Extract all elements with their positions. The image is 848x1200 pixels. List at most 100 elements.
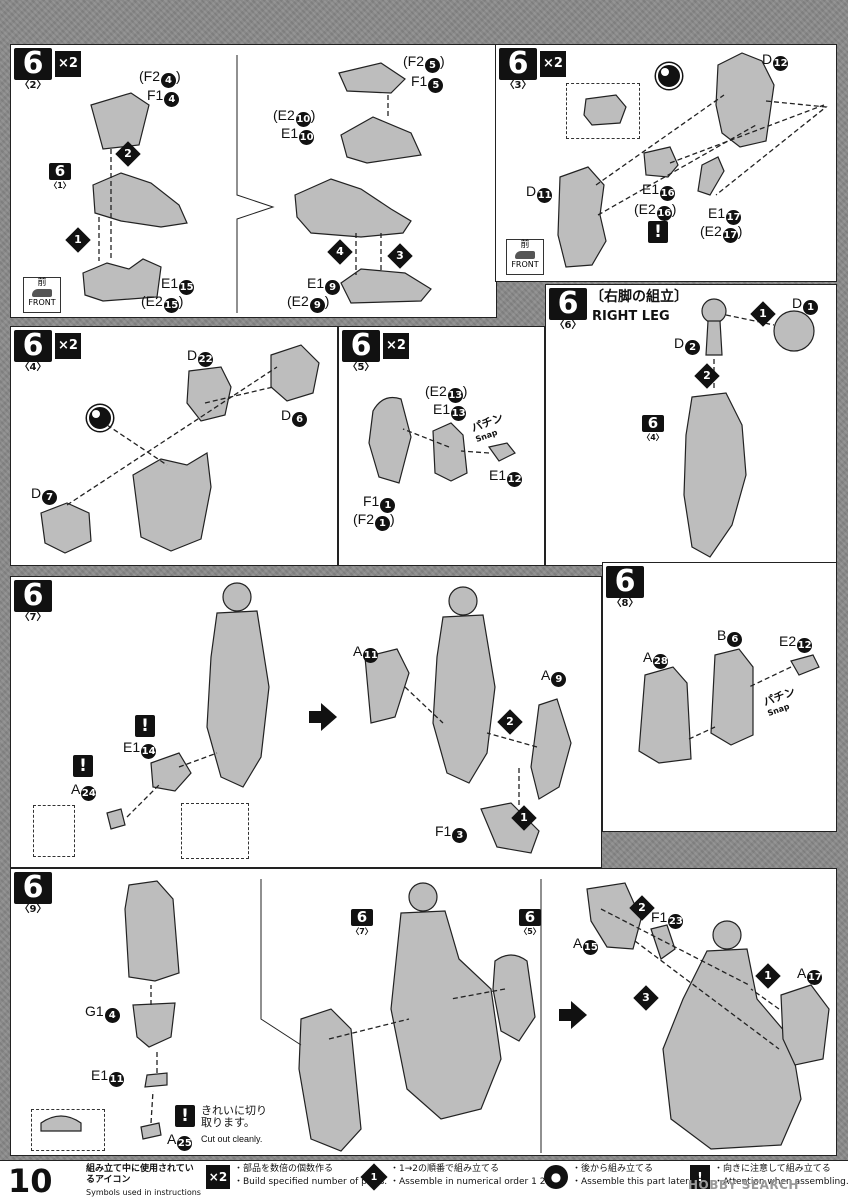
part-a17 [780, 984, 830, 1066]
part-e1-9 [340, 268, 432, 304]
legend-multiplier-en: ・Build specified number of parts. [234, 1177, 388, 1187]
multiplier-badge: ×2 [383, 333, 409, 359]
part-joint [701, 298, 727, 324]
legend-order-ja: ・1→2の順番で組み立てる [390, 1164, 499, 1174]
multiplier-badge: ×2 [55, 333, 81, 359]
part-a11 [364, 648, 410, 724]
part-body [132, 452, 212, 552]
multiplier-badge: ×2 [540, 51, 566, 77]
part-a15 [586, 882, 642, 950]
ref-step-6-4: 6〈4〉 [642, 414, 664, 442]
part-leg-mid [390, 910, 502, 1120]
part-d12 [715, 52, 775, 148]
step-badge: 6〈2〉 [14, 48, 52, 92]
order-arrow-2: 2 [629, 895, 655, 921]
legend-attention-en: ・Attention when assembling. [714, 1177, 848, 1187]
part-upper-cover [124, 880, 180, 982]
section-title-ja: 〔右脚の組立〕 [590, 289, 688, 305]
multiplier-badge: ×2 [55, 51, 81, 77]
step-badge: 6〈6〉 [549, 288, 587, 332]
parts-diagram [557, 52, 828, 268]
front-shoe-icon [515, 251, 535, 259]
part-e1-14 [150, 752, 192, 792]
order-arrow-2: 2 [497, 709, 523, 735]
part-e1-16 [643, 146, 679, 178]
cut-note-en: Cut out cleanly. [201, 1134, 263, 1144]
part-d22 [186, 366, 232, 422]
part-a9 [530, 698, 572, 800]
page-number: 10 [8, 1162, 53, 1200]
part-leg-upper [92, 172, 188, 228]
step-badge: 6〈3〉 [499, 48, 537, 92]
attention-icon: ! [175, 1105, 195, 1127]
step-badge: 6〈9〉 [14, 872, 52, 916]
order-arrow-3: 3 [633, 985, 659, 1011]
assemble-later-icon: ● [544, 1165, 568, 1189]
part-leg-final [662, 948, 802, 1150]
part-e1-13 [432, 422, 468, 482]
part-d11 [557, 166, 607, 268]
legend-multiplier-ja: ・部品を数倍の個数作る [234, 1164, 334, 1174]
part-d2 [705, 320, 723, 356]
next-step-arrow-icon [559, 1001, 587, 1029]
part-d1 [773, 310, 815, 352]
icon-legend-footer: 10 組み立て中に使用されているアイコン Symbols used in ins… [0, 1160, 848, 1200]
step-badge: 6〈5〉 [342, 330, 380, 374]
attention-icon: ! [648, 221, 668, 243]
inset-part [40, 1115, 82, 1132]
part-f1-23 [650, 924, 676, 960]
part-e1-15 [82, 258, 162, 302]
step-badge: 6〈4〉 [14, 330, 52, 374]
section-title-en: RIGHT LEG [592, 309, 670, 324]
step-badge: 6〈7〉 [14, 580, 52, 624]
front-shoe-icon [32, 289, 52, 297]
part-d7 [40, 502, 92, 554]
order-arrow-1: 1 [65, 227, 91, 253]
legend-later-ja: ・後から組み立てる [572, 1164, 654, 1174]
part-a28 [638, 666, 692, 764]
part-f1-1 [368, 396, 412, 484]
part-f1-3 [480, 802, 540, 854]
panel-step-6-9: 6〈9〉 [10, 868, 837, 1156]
part-f1-5 [338, 62, 406, 94]
part-e1-17 [697, 156, 725, 196]
detail-inset [31, 1109, 105, 1151]
ref-step-6-7: 6〈7〉 [351, 908, 373, 936]
part-a24 [106, 808, 126, 830]
part-e2-12 [790, 654, 820, 676]
parts-diagram [82, 55, 432, 313]
